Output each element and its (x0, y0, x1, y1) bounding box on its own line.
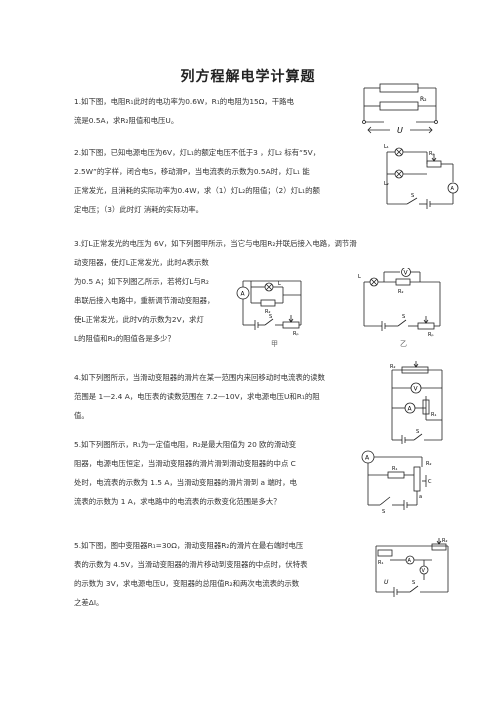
fig6-r2-label: R₂ (442, 538, 447, 544)
fig6-v-label: V (422, 568, 426, 574)
fig3-yi-v-label: V (404, 270, 409, 277)
problem-4-line-2: 范围是 1—2.4 A，电压表的读数范围在 7.2—10V，求电源电压U和R₁的… (74, 392, 320, 401)
fig3-yi-rp-label: Rₚ (428, 332, 434, 338)
problem-6-line-1: 5.如下图，图中变阻器R₁=30Ω，滑动变阻器R₂的滑片在最右端时电压 (74, 541, 304, 550)
problem-4: 4.如下列图所示，当滑动变阻器的滑片在某一范围内来回移动时电流表的读数 范围是 … (74, 368, 325, 425)
fig6-s-label: S (412, 580, 415, 586)
fig3-jia-r2-label: R₂ (265, 309, 270, 315)
problem-2-line-3: 正常发光，且消耗的实际功率为0.4W，求（1）灯L₂的阻值；（2）灯L₁的额 (74, 186, 320, 195)
fig3-jia-rp-label: Rₚ (293, 331, 299, 337)
problem-5-line-2: 阻器，电源电压恒定，当滑动变阻器的滑片滑到滑动变阻器的中点 C (74, 459, 296, 468)
fig2-a-label: A (451, 186, 455, 192)
problem-4-line-3: 值。 (74, 411, 89, 420)
fig6-r1-label: R₁ (378, 560, 383, 566)
problem-1-line-2: 流是0.5A，求R₂阻值和电压U。 (74, 116, 179, 125)
document-title: 列方程解电学计算题 (180, 69, 316, 85)
fig5-r2-label: R₂ (426, 461, 431, 467)
problem-2: 2.如下图，已知电源电压为6V，灯L₁的额定电压不低于3 ，灯L₂ 标有“5V，… (74, 143, 320, 219)
fig6-a-label: A (408, 558, 412, 564)
fig3-jia-a-label: A (241, 291, 246, 298)
problem-6-line-4: 之差ΔI。 (74, 598, 104, 607)
fig4-v-label: V (414, 386, 419, 393)
problem-5-line-4: 流表的示数为 1 A，求电路中的电流表的示数变化范围是多大？ (74, 497, 281, 506)
fig5-s-label: S (382, 509, 385, 515)
problem-1: 1.如下图，电阻R₁此时的电功率为0.6W，R₁的电阻为15Ω，干路电 流是0.… (74, 92, 294, 130)
fig1-u-label: U (397, 126, 403, 135)
problem-3-line-2: 动变阻器，使灯L正常发光，此时A表示数 (74, 258, 209, 267)
problem-5-line-1: 5.如下列图所示，R₁为一定值电阻，R₂是最大阻值为 20 欧的滑动变 (74, 440, 297, 449)
circuit-diagram-6: R₁ R₂ A V U S (375, 538, 449, 597)
problem-5-line-3: 处时，电流表的示数为 1.5 A，当滑动变阻器的滑片滑到 a 端时，电 (74, 478, 297, 487)
problem-3: 3.灯L正常发光的电压为 6V，如下列图甲所示，当它与电阻R₂并联后接入电路，调… (74, 234, 357, 348)
circuit-diagram-1: R₁ R₂ U (362, 82, 438, 135)
fig2-rp-label: Rₚ (429, 151, 435, 157)
problem-1-line-1: 1.如下图，电阻R₁此时的电功率为0.6W，R₁的电阻为15Ω，干路电 (74, 97, 294, 106)
fig3-yi-l-label: L (358, 274, 361, 280)
circuit-diagram-3-yi: V L R₂ Rₚ S 乙 (358, 268, 441, 348)
fig2-l2-label: L₂ (384, 181, 389, 187)
problem-3-line-6: L的阻值和R₂的阻值各是多少？ (74, 334, 175, 343)
problem-5: 5.如下列图所示，R₁为一定值电阻，R₂是最大阻值为 20 欧的滑动变 阻器，电… (74, 435, 297, 511)
fig2-s-label: S (411, 193, 414, 199)
fig3-yi-caption: 乙 (400, 340, 407, 348)
fig1-r2-label: R₂ (420, 96, 427, 103)
fig3-yi-r2-label: R₂ (398, 289, 403, 295)
problem-6: 5.如下图，图中变阻器R₁=30Ω，滑动变阻器R₂的滑片在最右端时电压 表的示数… (74, 536, 308, 612)
fig3-yi-s-label: S (402, 314, 405, 320)
fig5-c-label: C (428, 479, 432, 485)
fig4-r1-label: R₁ (431, 412, 436, 418)
problem-3-line-1: 3.灯L正常发光的电压为 6V，如下列图甲所示，当它与电阻R₂并联后接入电路，调… (74, 239, 357, 248)
problem-3-line-5: 使L正常发光，此时V的示数为2V，求灯 (74, 315, 204, 324)
problem-2-line-4: 定电压；（3）此时灯 消耗的实际功率。 (74, 205, 203, 214)
fig3-jia-l-label: L (278, 281, 281, 287)
circuit-diagram-5: A R₁ R₂ C a S (361, 450, 432, 515)
problem-2-line-2: 2.5W”的字样，闭合电S，移动滑P，当电流表的示数为0.5A时，灯L₁ 能 (74, 167, 310, 176)
problem-6-line-3: 的示数为 3V，求电源电压U，变阻器的总阻值R₂和两次电流表的示数 (74, 579, 300, 588)
fig3-jia-s-label: S (269, 314, 272, 320)
fig4-r2-label: R₂ (390, 364, 395, 370)
fig1-r1-label: R₁ (372, 82, 379, 84)
problem-3-line-3: 为0.5 A；如下列图乙所示，若将灯L与R₂ (74, 277, 209, 286)
fig5-a-label: A (365, 455, 370, 462)
circuit-diagram-4: R₂ V A R₁ S (390, 361, 443, 444)
fig3-jia-caption: 甲 (271, 340, 278, 348)
fig5-r1-label: R₁ (392, 466, 397, 472)
fig5-a-end-label: a (419, 494, 422, 500)
problem-6-line-2: 表的示数为 4.5V，当滑动变阻器的滑片移动到变阻器的中点时，伏特表 (74, 560, 308, 569)
fig4-s-label: S (416, 429, 419, 435)
problem-2-line-1: 2.如下图，已知电源电压为6V，灯L₁的额定电压不低于3 ，灯L₂ 标有“5V， (74, 148, 321, 157)
fig4-a-label: A (408, 406, 413, 413)
problem-3-line-4: 串联后接入电路中，重新调节滑动变阻器， (74, 296, 215, 305)
circuit-diagram-2: L₁ L₂ Rₚ S A (384, 144, 459, 209)
fig2-l1-label: L₁ (384, 144, 389, 150)
problem-4-line-1: 4.如下列图所示，当滑动变阻器的滑片在某一范围内来回移动时电流表的读数 (74, 373, 325, 382)
circuit-diagram-3-jia: A L R₂ Rₚ S 甲 (236, 280, 302, 348)
fig6-u-label: U (384, 579, 389, 586)
